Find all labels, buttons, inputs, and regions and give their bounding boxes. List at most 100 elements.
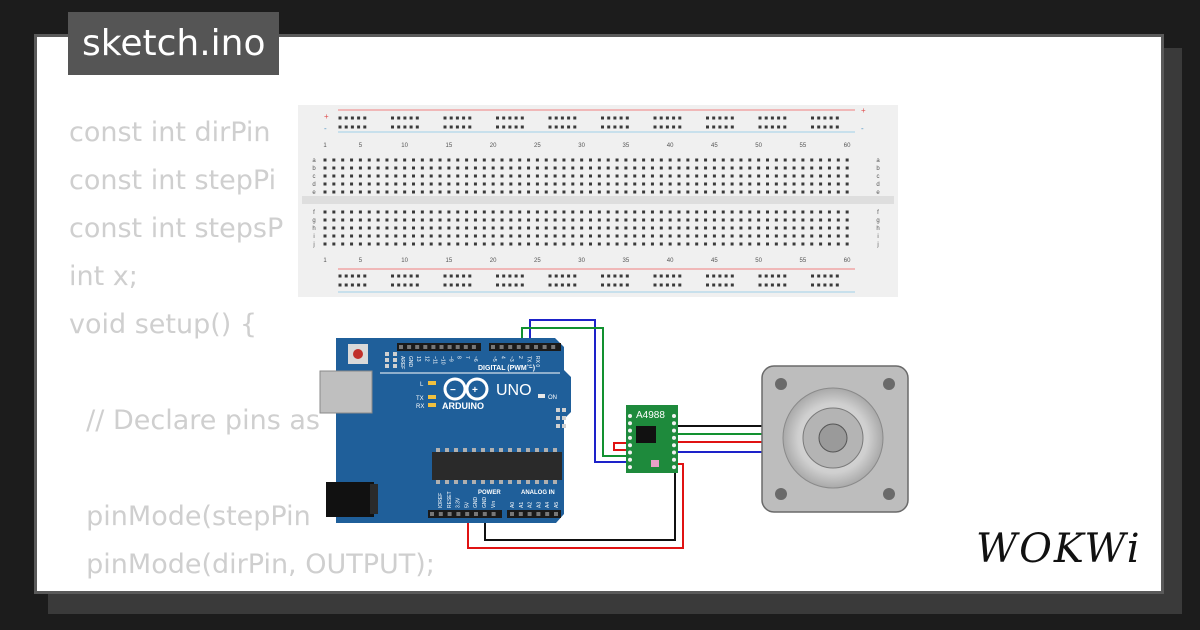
- digital-pin-label: 8: [456, 356, 462, 359]
- header-pin[interactable]: [527, 512, 532, 516]
- breadboard-hole: [819, 226, 823, 230]
- header-pin[interactable]: [447, 512, 452, 516]
- rail-hole: [758, 274, 762, 278]
- a4988-driver[interactable]: A4988: [626, 405, 678, 473]
- wire-black-gnd[interactable]: [484, 470, 676, 541]
- driver-pin[interactable]: [672, 443, 676, 448]
- header-pin[interactable]: [554, 512, 558, 516]
- header-pin[interactable]: [482, 512, 487, 516]
- rail-hole: [817, 116, 821, 120]
- power-jack-edge: [370, 484, 378, 514]
- header-pin[interactable]: [508, 345, 513, 349]
- rail-hole: [718, 283, 722, 287]
- breadboard-hole: [571, 234, 575, 238]
- driver-pin[interactable]: [672, 428, 676, 433]
- rail-hole: [560, 274, 564, 278]
- header-pin[interactable]: [518, 512, 523, 516]
- breadboard-hole: [589, 174, 592, 178]
- header-pin[interactable]: [510, 512, 514, 516]
- chip-pin: [535, 480, 539, 484]
- column-number: 5: [359, 258, 363, 264]
- chip-pin: [526, 480, 530, 484]
- breadboard-hole: [597, 210, 601, 214]
- header-pin[interactable]: [431, 345, 436, 349]
- header-pin[interactable]: [499, 345, 504, 349]
- driver-pin[interactable]: [628, 414, 632, 418]
- driver-pin[interactable]: [672, 414, 676, 418]
- header-pin[interactable]: [447, 345, 452, 349]
- header-pin[interactable]: [463, 345, 468, 349]
- driver-chip: [636, 426, 656, 443]
- chip-pin: [436, 448, 440, 452]
- breadboard-hole: [341, 158, 345, 162]
- header-pin[interactable]: [542, 345, 547, 349]
- icsp-pin: [393, 352, 397, 356]
- header-pin[interactable]: [474, 512, 478, 516]
- breadboard-hole: [438, 182, 442, 186]
- rail-hole: [730, 125, 734, 129]
- header-pin[interactable]: [415, 345, 420, 349]
- header-pin[interactable]: [456, 512, 461, 516]
- rail-hole: [397, 116, 401, 120]
- driver-pin[interactable]: [628, 435, 632, 440]
- header-pin[interactable]: [439, 345, 444, 349]
- header-pin[interactable]: [465, 512, 470, 516]
- motor-screw: [883, 488, 895, 500]
- rail-hole: [724, 274, 728, 278]
- header-pin[interactable]: [525, 345, 530, 349]
- driver-pin[interactable]: [628, 428, 632, 433]
- header-pin[interactable]: [491, 345, 495, 349]
- header-pin[interactable]: [516, 345, 521, 349]
- breadboard-hole: [482, 166, 486, 170]
- header-pin[interactable]: [455, 345, 460, 349]
- file-title[interactable]: sketch.ino: [68, 12, 280, 75]
- breadboard-hole: [580, 242, 584, 246]
- driver-pin[interactable]: [628, 421, 632, 426]
- power-pin-label: IOREF: [438, 493, 444, 508]
- breadboard-hole: [571, 226, 575, 230]
- breadboard-hole: [527, 158, 531, 162]
- wire-red-5v[interactable]: [467, 463, 684, 549]
- wire-green-step[interactable]: [521, 327, 629, 457]
- breadboard-hole: [845, 182, 849, 186]
- driver-pin[interactable]: [672, 435, 676, 440]
- breadboard-hole: [704, 218, 708, 222]
- driver-pin[interactable]: [628, 450, 632, 455]
- rail-hole: [625, 283, 629, 287]
- header-pin[interactable]: [545, 512, 550, 516]
- header-pin[interactable]: [423, 345, 428, 349]
- header-pin[interactable]: [534, 345, 538, 349]
- breadboard-hole: [766, 234, 769, 238]
- header-pin[interactable]: [407, 345, 412, 349]
- rail-hole: [514, 116, 518, 120]
- driver-pin[interactable]: [672, 450, 676, 455]
- rail-hole: [391, 125, 394, 129]
- led-label-l: L: [420, 382, 424, 388]
- header-pin[interactable]: [438, 512, 443, 516]
- wokwi-logo[interactable]: WOKWi: [976, 526, 1142, 572]
- header-pin[interactable]: [536, 512, 541, 516]
- breadboard-hole: [544, 242, 548, 246]
- driver-pin[interactable]: [628, 465, 632, 470]
- driver-pin[interactable]: [672, 421, 676, 426]
- header-pin[interactable]: [491, 512, 496, 516]
- header-pin[interactable]: [399, 345, 403, 349]
- rail-hole: [496, 283, 499, 287]
- driver-pin[interactable]: [628, 457, 632, 462]
- stepper-motor[interactable]: [761, 365, 909, 513]
- breadboard-hole: [642, 226, 646, 230]
- driver-pin[interactable]: [672, 457, 676, 462]
- rail-hole: [397, 125, 401, 129]
- chip-pin: [445, 448, 449, 452]
- header-pin[interactable]: [551, 345, 556, 349]
- breadboard[interactable]: + + - - 11551010151520202525303035354040…: [298, 105, 898, 297]
- driver-pin[interactable]: [672, 465, 676, 470]
- header-pin[interactable]: [471, 345, 476, 349]
- breadboard-hole: [730, 234, 734, 238]
- rail-plus-label: +: [324, 112, 329, 121]
- header-pin[interactable]: [430, 512, 434, 516]
- wire-red-bridge[interactable]: [613, 442, 629, 451]
- breadboard-hole: [473, 158, 477, 162]
- driver-pin[interactable]: [628, 443, 632, 448]
